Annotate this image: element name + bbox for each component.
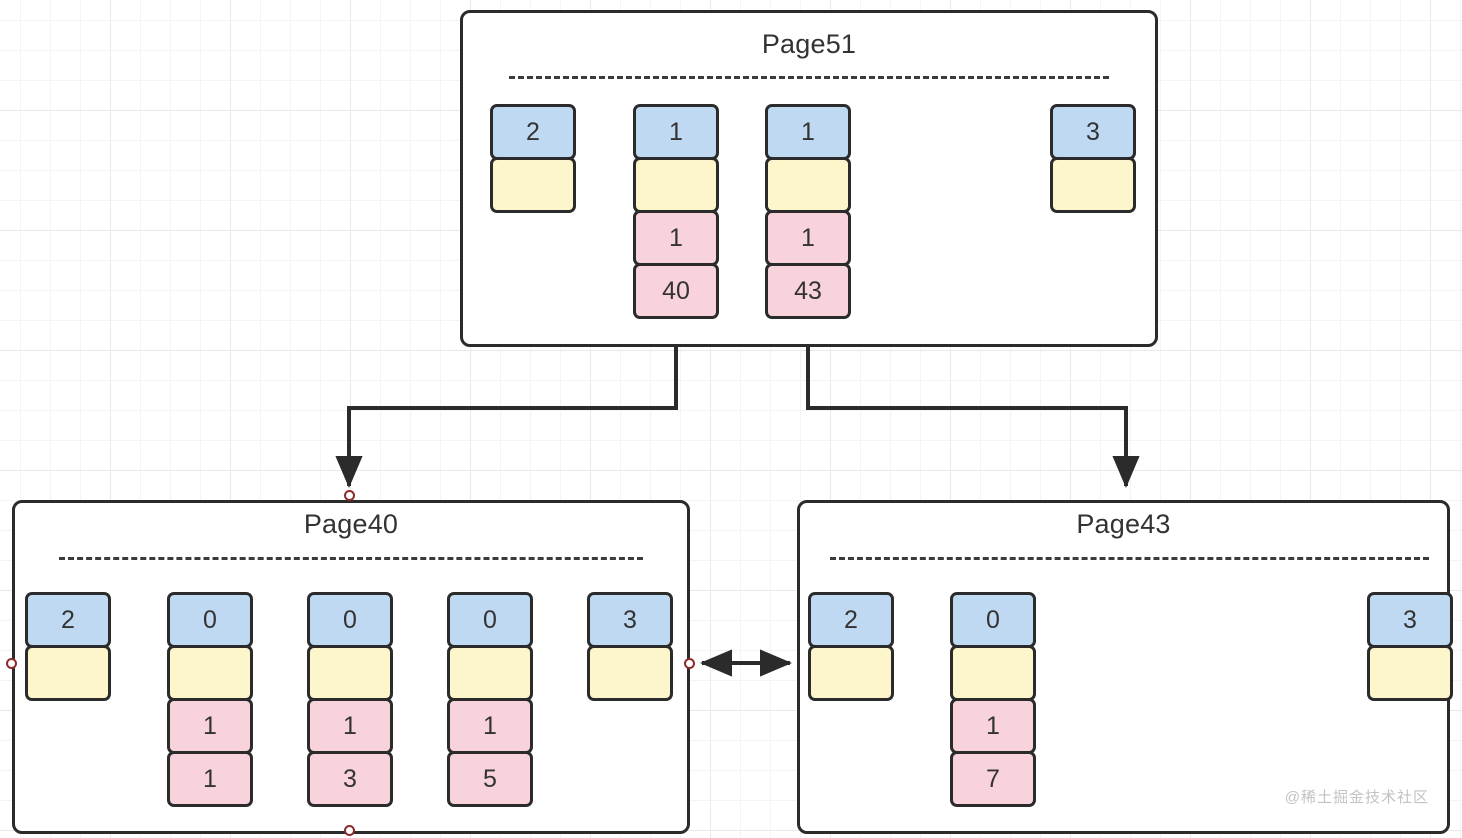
cell-blue[interactable]: 0	[950, 592, 1036, 648]
cell-blue[interactable]: 3	[587, 592, 673, 648]
cell-yellow[interactable]	[307, 645, 393, 701]
page43-slot-2[interactable]: 3	[1367, 592, 1453, 701]
cell-pink-0[interactable]: 1	[633, 210, 719, 266]
page-title-page51: Page51	[761, 29, 857, 59]
cell-yellow[interactable]	[808, 645, 894, 701]
cell-yellow[interactable]	[633, 157, 719, 213]
page-divider-page40	[59, 557, 643, 560]
link-page51-to-page43	[806, 326, 1140, 488]
cell-blue[interactable]: 2	[490, 104, 576, 160]
cell-pink-1[interactable]: 5	[447, 751, 533, 807]
endpoint-page40-bottom[interactable]	[344, 825, 355, 836]
page40-slot-3[interactable]: 0 1 5	[447, 592, 533, 807]
cell-pink-0[interactable]: 1	[447, 698, 533, 754]
cell-pink-1[interactable]: 7	[950, 751, 1036, 807]
page-divider-page51	[509, 76, 1109, 79]
cell-yellow[interactable]	[765, 157, 851, 213]
cell-pink-1[interactable]: 43	[765, 263, 851, 319]
page51-slot-2[interactable]: 1 1 43	[765, 104, 851, 319]
page51-slot-0[interactable]: 2	[490, 104, 576, 213]
page43-slot-0[interactable]: 2	[808, 592, 894, 701]
page40-slot-1[interactable]: 0 1 1	[167, 592, 253, 807]
endpoint-page40-left[interactable]	[6, 658, 17, 669]
page-title-page40: Page40	[303, 509, 399, 539]
cell-yellow[interactable]	[587, 645, 673, 701]
cell-pink-0[interactable]: 1	[307, 698, 393, 754]
cell-blue[interactable]: 0	[307, 592, 393, 648]
page51-slot-1[interactable]: 1 1 40	[633, 104, 719, 319]
cell-blue[interactable]: 2	[808, 592, 894, 648]
cell-blue[interactable]: 3	[1367, 592, 1453, 648]
page-box-page43[interactable]: Page43 @稀土掘金技术社区	[797, 500, 1450, 834]
cell-pink-1[interactable]: 40	[633, 263, 719, 319]
cell-yellow[interactable]	[1050, 157, 1136, 213]
cell-pink-1[interactable]: 3	[307, 751, 393, 807]
cell-yellow[interactable]	[167, 645, 253, 701]
cell-yellow[interactable]	[447, 645, 533, 701]
page40-slot-0[interactable]: 2	[25, 592, 111, 701]
page40-slot-4[interactable]: 3	[587, 592, 673, 701]
cell-blue[interactable]: 1	[633, 104, 719, 160]
cell-pink-0[interactable]: 1	[765, 210, 851, 266]
page-divider-page43	[830, 557, 1429, 560]
cell-yellow[interactable]	[25, 645, 111, 701]
cell-yellow[interactable]	[950, 645, 1036, 701]
cell-yellow[interactable]	[490, 157, 576, 213]
cell-blue[interactable]: 2	[25, 592, 111, 648]
link-page51-to-page40	[335, 326, 678, 488]
page-title-page43: Page43	[1076, 509, 1171, 539]
page40-slot-2[interactable]: 0 1 3	[307, 592, 393, 807]
endpoint-page40-top[interactable]	[344, 490, 355, 501]
cell-pink-1[interactable]: 1	[167, 751, 253, 807]
cell-blue[interactable]: 0	[447, 592, 533, 648]
cell-blue[interactable]: 1	[765, 104, 851, 160]
cell-blue[interactable]: 3	[1050, 104, 1136, 160]
cell-blue[interactable]: 0	[167, 592, 253, 648]
cell-pink-0[interactable]: 1	[950, 698, 1036, 754]
page43-slot-1[interactable]: 0 1 7	[950, 592, 1036, 807]
watermark: @稀土掘金技术社区	[1284, 789, 1429, 806]
page51-slot-3[interactable]: 3	[1050, 104, 1136, 213]
cell-pink-0[interactable]: 1	[167, 698, 253, 754]
cell-yellow[interactable]	[1367, 645, 1453, 701]
endpoint-page40-right[interactable]	[684, 658, 695, 669]
